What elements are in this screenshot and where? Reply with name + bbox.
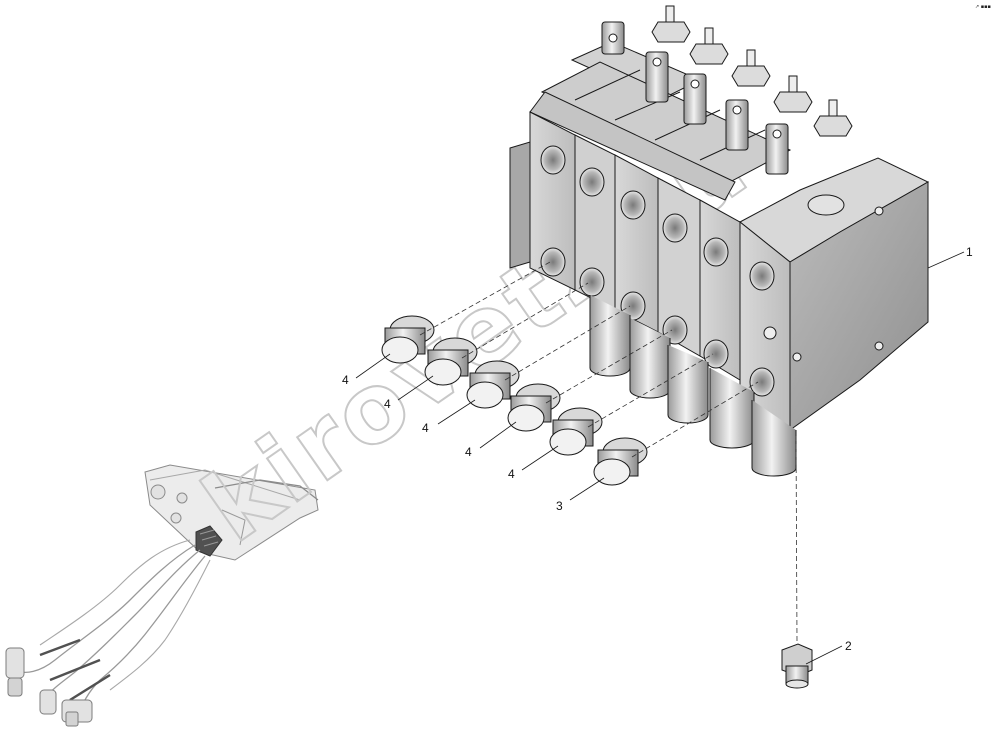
- fitting-4b: [424, 337, 478, 386]
- callout-1: 1: [966, 245, 973, 259]
- control-valve-block: [509, 5, 930, 477]
- spool-cylinders: [589, 295, 797, 477]
- corner-mark: ↗ ▪▪▪: [975, 4, 991, 10]
- cylinder-icon: [5, 647, 93, 727]
- callout-4c: 4: [422, 421, 429, 435]
- callout-leaders: [355, 251, 965, 665]
- fitting-2: [781, 643, 813, 689]
- fitting-3: [593, 437, 648, 486]
- callout-4a: 4: [342, 373, 349, 387]
- callout-4d: 4: [465, 445, 472, 459]
- assembly-lines: [419, 261, 798, 643]
- callout-2: 2: [845, 639, 852, 653]
- callout-4e: 4: [508, 467, 515, 481]
- spool-levers: [601, 5, 853, 175]
- port-holes: [540, 145, 775, 397]
- fitting-4d: [507, 383, 561, 432]
- fitting-4c: [466, 360, 520, 409]
- callout-labels: 1 2 3 4 4 4 4 4: [342, 245, 973, 653]
- highlighted-valve-icon: [195, 525, 223, 557]
- assembly-location-thumbnail: [5, 464, 319, 727]
- callout-3: 3: [556, 499, 563, 513]
- fitting-4a: [381, 315, 435, 364]
- fittings: [381, 315, 813, 689]
- callout-4b: 4: [384, 397, 391, 411]
- fitting-4e: [549, 407, 603, 456]
